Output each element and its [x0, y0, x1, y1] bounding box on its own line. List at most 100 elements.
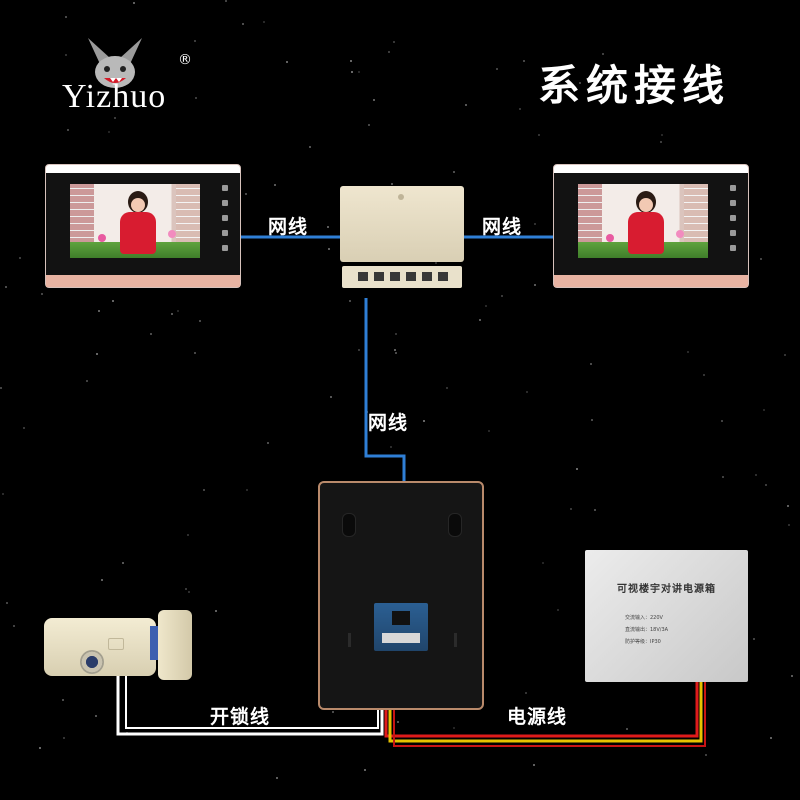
circuit-board [374, 603, 428, 651]
brand-logo: Yizhuo ® [58, 38, 208, 118]
star-dot [591, 419, 593, 421]
star-dot [108, 131, 110, 133]
star-dot [660, 141, 662, 143]
star-dot [177, 310, 179, 312]
switch-ports [342, 266, 462, 288]
connector-icon [382, 633, 420, 643]
star-dot [98, 310, 100, 312]
star-dot [770, 737, 772, 739]
phone-icon [222, 245, 228, 251]
star-dot [395, 352, 397, 354]
star-dot [114, 117, 116, 119]
star-dot [5, 286, 7, 288]
star-dot [194, 352, 196, 354]
star-dot [784, 354, 786, 356]
star-dot [435, 262, 437, 264]
star-dot [122, 562, 124, 564]
star-dot [397, 721, 399, 723]
star-dot [626, 728, 628, 730]
unlock-cable-label: 开锁线 [210, 706, 271, 728]
star-dot [519, 108, 521, 110]
lock-emblem-icon [108, 638, 124, 650]
star-dot [395, 333, 397, 335]
star-dot [194, 40, 196, 42]
star-dot [0, 387, 2, 389]
star-dot [327, 226, 329, 228]
lock-body [44, 618, 156, 676]
monitor-screen-photo [578, 184, 708, 258]
star-dot [534, 284, 536, 286]
star-dot [263, 21, 265, 23]
chip-icon [392, 611, 410, 625]
star-dot [373, 99, 375, 101]
user-icon [730, 200, 736, 206]
star-dot [187, 534, 189, 536]
user-icon [730, 215, 736, 221]
star-dot [63, 737, 65, 739]
star-dot [485, 305, 487, 307]
lock-strike-plate [158, 610, 192, 680]
star-dot [791, 675, 793, 677]
star-dot [579, 82, 581, 84]
star-dot [602, 53, 604, 55]
ethernet-port-icon [374, 272, 384, 281]
brand-name: Yizhuo [62, 78, 167, 115]
power-cable-label: 电源线 [507, 706, 568, 728]
electric-lock [44, 610, 194, 680]
star-dot [703, 374, 705, 376]
monitor-bezel-strip [554, 275, 748, 287]
star-dot [86, 380, 88, 382]
star-dot [570, 508, 572, 510]
star-dot [576, 468, 578, 470]
star-dot [453, 171, 455, 173]
page-title: 系统接线 [538, 61, 731, 110]
panel-mark [348, 633, 351, 647]
star-dot [349, 300, 351, 302]
star-dot [755, 474, 757, 476]
lock-bolt [150, 626, 160, 660]
star-dot [185, 588, 187, 590]
star-dot [351, 71, 353, 73]
star-dot [594, 509, 596, 511]
star-dot [2, 493, 4, 495]
star-dot [453, 727, 455, 729]
star-dot [39, 747, 41, 749]
star-dot [423, 420, 425, 422]
star-dot [446, 387, 448, 389]
monitor-screen-photo [70, 184, 200, 258]
star-dot [526, 391, 528, 393]
star-dot [760, 258, 762, 260]
phone-icon [730, 245, 736, 251]
star-dot [787, 505, 789, 507]
music-icon [222, 185, 228, 191]
star-dot [538, 134, 540, 136]
network-switch [340, 186, 464, 296]
music-icon [730, 185, 736, 191]
star-dot [286, 61, 288, 63]
star-dot [788, 524, 790, 526]
unlock-icon [222, 230, 228, 236]
star-dot [763, 409, 765, 411]
star-dot [523, 60, 525, 62]
star-dot [534, 223, 536, 225]
star-dot [203, 489, 205, 491]
star-dot [6, 602, 8, 604]
power-box-spec: 交流输入：220V [625, 615, 663, 621]
star-dot [13, 625, 15, 627]
user-icon [222, 200, 228, 206]
star-dot [242, 23, 244, 25]
star-dot [364, 769, 366, 771]
star-dot [721, 420, 723, 422]
star-dot [19, 257, 21, 259]
star-dot [150, 333, 152, 335]
star-dot [67, 129, 69, 131]
power-box-title: 可视楼宇对讲电源箱 [617, 584, 716, 595]
star-dot [225, 0, 227, 2]
ethernet-port-icon [406, 272, 416, 281]
star-dot [496, 68, 498, 70]
star-dot [101, 579, 103, 581]
star-dot [533, 764, 535, 766]
network-cable-label-vertical: 网线 [368, 412, 409, 434]
monitor-bezel-strip [46, 275, 240, 287]
